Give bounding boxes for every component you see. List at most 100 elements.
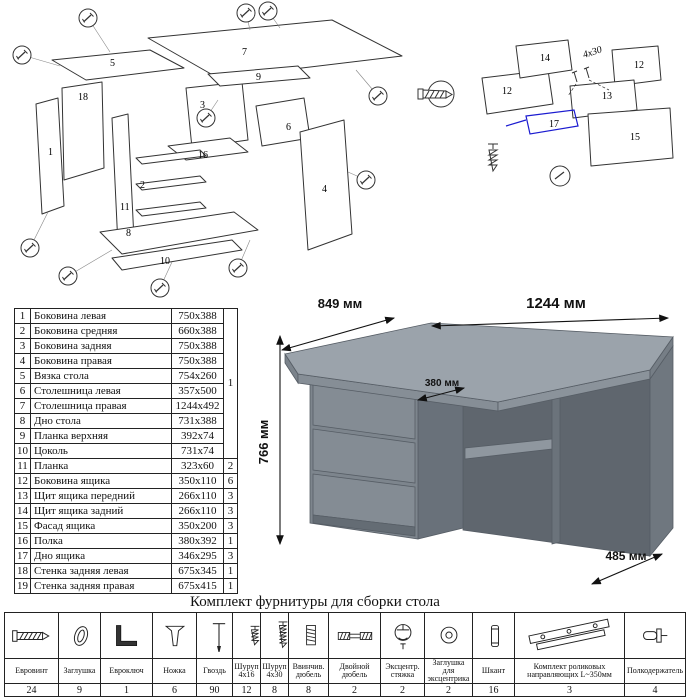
part-number: 6 [286, 122, 291, 133]
pedestal-side [417, 384, 464, 540]
hardware-qty: 12 [232, 683, 261, 697]
part-num: 16 [14, 533, 31, 549]
hardware-qty: 90 [196, 683, 233, 697]
screw-callout-icon [78, 8, 98, 28]
screw-callout-icon [196, 108, 216, 128]
screw-callout-icon [236, 3, 256, 23]
part-number: 13 [602, 91, 612, 102]
part-num: 7 [14, 398, 31, 414]
hardware-qty: 4 [624, 683, 686, 697]
hardware-name: Заглушка для эксцентрика [424, 658, 473, 684]
part-size: 750x388 [171, 338, 224, 354]
dim-arrow-485 [590, 553, 664, 585]
part-number: 4 [322, 184, 327, 195]
confirmat-screw-icon [417, 80, 455, 108]
hardware-name: Евроключ [100, 658, 153, 684]
part-number: 17 [549, 119, 559, 130]
part-numbers: 5 7 18 1 2 16 3 9 6 4 8 10 11 [48, 47, 327, 267]
part-qty: 6 [223, 473, 238, 489]
part-number: 18 [78, 92, 88, 103]
part-number: 8 [126, 228, 131, 239]
screw-size-label: 4x30 [582, 44, 604, 60]
part-num: 8 [14, 413, 31, 429]
confirmat-screw-icon [4, 612, 59, 659]
drawer-side-right-panel [611, 45, 662, 87]
panel-side-right [299, 119, 353, 251]
hardware-qty: 2 [424, 683, 473, 697]
part-qty: 3 [223, 488, 238, 504]
screws-4x30-icon [567, 66, 610, 97]
part-size: 660x388 [171, 323, 224, 339]
dim-arrow-380 [416, 386, 466, 402]
panel-back-mid [185, 81, 249, 149]
hardware-name: Заглушка [58, 658, 101, 684]
part-qty: 1 [223, 578, 238, 594]
part-num: 14 [14, 503, 31, 519]
panel-desktop-left [51, 49, 185, 81]
part-size: 346x295 [171, 548, 224, 564]
part-name: Боковина левая [30, 308, 172, 324]
dim-arrow-849 [280, 316, 396, 352]
cam-lock-icon [380, 612, 425, 659]
dim-label-right-depth: 485 мм [605, 549, 646, 563]
part-name: Планка верхняя [30, 428, 172, 444]
dimension-arrows [276, 314, 670, 585]
wood-dowel-icon [472, 612, 515, 659]
hardware-name: Комплект роликовых направляющих L~350мм [514, 658, 625, 684]
hardware-name: Полкодержатель [624, 658, 686, 684]
threaded-insert-icon [288, 612, 329, 659]
part-qty: 3 [223, 548, 238, 564]
part-qty-merged: 1 [223, 308, 238, 459]
part-name: Стенка задняя левая [30, 563, 172, 579]
drawer-rail [135, 175, 207, 191]
screw-vertical-icon [487, 143, 499, 173]
dim-arrow-1244 [430, 314, 670, 330]
part-qty: 3 [223, 503, 238, 519]
screw-callout-icon [150, 278, 170, 298]
screw-short-icon [232, 612, 261, 659]
screw-callout-icon [356, 170, 376, 190]
exploded-diagram: 5 7 18 1 2 16 3 9 6 4 8 10 11 [0, 0, 435, 300]
dim-label-height: 766 мм [258, 420, 271, 465]
part-name: Планка [30, 458, 172, 474]
part-number: 12 [634, 60, 644, 71]
hardware-icons-row [4, 612, 686, 659]
hardware-name: Ввинчив. дюбель [288, 658, 329, 684]
hardware-qty: 16 [472, 683, 515, 697]
drawer-rail [135, 201, 207, 217]
screw-long-icon [260, 612, 289, 659]
drawer-rail [135, 149, 207, 165]
hardware-name: Двойной дюбель [328, 658, 381, 684]
exploded-diagram-svg: 5 7 18 1 2 16 3 9 6 4 8 10 11 [12, 1, 403, 298]
hardware-qty: 24 [4, 683, 59, 697]
drawer-detail-svg: 12 14 12 13 17 15 4x30 [417, 39, 674, 187]
part-num: 13 [14, 488, 31, 504]
screw-callout-icon [258, 1, 278, 21]
pedestal-plinth [312, 514, 416, 537]
hardware-name: Шуруп 4x30 [260, 658, 289, 684]
cap-icon [58, 612, 101, 659]
panel-top-strip [207, 65, 311, 87]
hardware-qty: 6 [152, 683, 197, 697]
part-num: 3 [14, 338, 31, 354]
part-num: 10 [14, 443, 31, 459]
part-number: 1 [48, 147, 53, 158]
drawer-slide-icon [514, 612, 625, 659]
part-name: Боковина ящика [30, 473, 172, 489]
hardware-qty: 1 [100, 683, 153, 697]
hardware-title: Комплект фурнитуры для сборки стола [190, 594, 440, 610]
part-size: 675x345 [171, 563, 224, 579]
part-qty: 3 [223, 518, 238, 534]
panel-desktop-right [147, 19, 403, 79]
